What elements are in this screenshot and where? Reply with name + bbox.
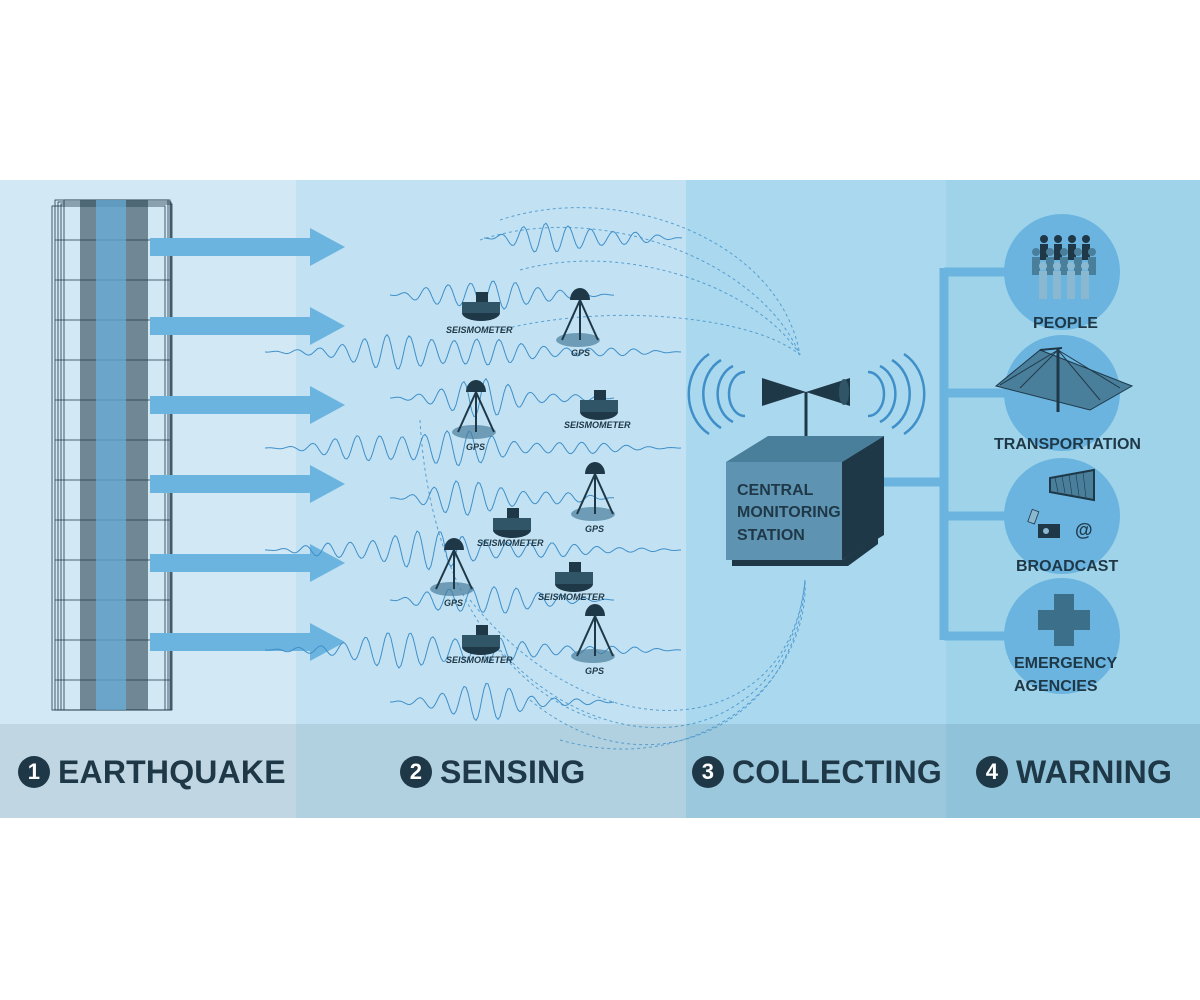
broadcast-label: BROADCAST [1016, 558, 1118, 575]
svg-text:GPS: GPS [585, 666, 604, 676]
gps-station-2: GPS [452, 380, 496, 452]
svg-text:CENTRAL: CENTRAL [737, 482, 814, 499]
wave-trace [389, 585, 614, 614]
svg-text:SEISMOMETER: SEISMOMETER [564, 420, 631, 430]
arrow-2 [150, 307, 345, 345]
stage-warning: 4 WARNING [976, 746, 1172, 798]
svg-text:GPS: GPS [444, 598, 463, 608]
svg-text:SEISMOMETER: SEISMOMETER [538, 592, 605, 602]
emergency-label-line1: EMERGENCY [1014, 655, 1117, 672]
stage-label-collecting: COLLECTING [732, 753, 942, 790]
arrow-5 [150, 544, 345, 582]
stage-number-4: 4 [976, 756, 1008, 788]
svg-text:SEISMOMETER: SEISMOMETER [446, 655, 513, 665]
wave-arrows [150, 228, 345, 661]
wave-trace [389, 377, 615, 418]
distribution-lines [884, 267, 1010, 641]
station-box: CENTRAL MONITORING STATION [726, 436, 884, 566]
emergency-label-line2: AGENCIES [1014, 678, 1098, 695]
gps-station-5: GPS [571, 604, 615, 676]
stage-number-2: 2 [400, 756, 432, 788]
bridge-icon [994, 347, 1134, 412]
stage-sensing: 2 SENSING [400, 746, 585, 798]
medical-cross-icon [1038, 594, 1090, 646]
stage-label-earthquake: EARTHQUAKE [58, 753, 286, 790]
stage-number-3: 3 [692, 756, 724, 788]
svg-text:@: @ [1075, 520, 1093, 540]
gps-station-4: GPS [430, 538, 474, 608]
panel-sensing [296, 180, 686, 818]
stage-label-sensing: SENSING [440, 753, 586, 790]
stage-label-warning: WARNING [1016, 753, 1173, 790]
people-icon [1032, 235, 1096, 299]
stage-collecting: 3 COLLECTING [692, 746, 942, 798]
wave-trace [483, 222, 683, 253]
svg-text:SEISMOMETER: SEISMOMETER [477, 538, 544, 548]
wave-trace [264, 333, 682, 370]
early-warning-diagram: SEISMOMETER SEISMOMETER SEISMOMETER SEIS… [0, 180, 1200, 818]
wave-trace [389, 480, 615, 516]
stage-number-1: 1 [18, 756, 50, 788]
arrow-4 [150, 465, 345, 503]
wave-trace [390, 682, 615, 722]
building-highlight [96, 200, 126, 710]
arrow-6 [150, 623, 345, 661]
seismometer-5: SEISMOMETER [446, 625, 513, 665]
svg-text:MONITORING: MONITORING [737, 504, 841, 521]
seismometer-2: SEISMOMETER [564, 390, 631, 430]
people-label: PEOPLE [1033, 315, 1098, 332]
svg-text:SEISMOMETER: SEISMOMETER [446, 325, 513, 335]
svg-text:GPS: GPS [571, 348, 590, 358]
radio-waves-icon [687, 352, 926, 436]
gps-station-3: GPS [571, 462, 615, 534]
arrow-3 [150, 386, 345, 424]
seismometer-1: SEISMOMETER [446, 292, 513, 335]
svg-text:GPS: GPS [585, 524, 604, 534]
svg-text:GPS: GPS [466, 442, 485, 452]
gps-station-1: GPS [556, 288, 600, 358]
seismometer-4: SEISMOMETER [538, 562, 605, 602]
arrow-1 [150, 228, 345, 266]
broadcast-icon: @ [1027, 468, 1095, 540]
wave-trace [265, 530, 682, 571]
stage-earthquake: 1 EARTHQUAKE [18, 746, 286, 798]
seismometer-3: SEISMOMETER [477, 508, 544, 548]
transportation-label: TRANSPORTATION [994, 436, 1141, 453]
svg-text:STATION: STATION [737, 527, 805, 544]
